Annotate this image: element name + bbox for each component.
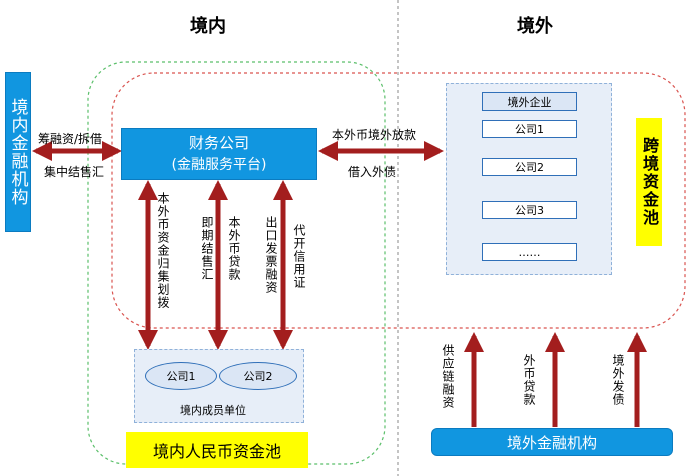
member-units-caption: 境内成员单位 bbox=[180, 404, 246, 417]
vlabel-fx-loan: 本外币贷款 bbox=[227, 216, 241, 281]
overseas-financial-institutions: 境外金融机构 bbox=[431, 428, 673, 456]
label-financing-lending: 筹融资/拆借 bbox=[38, 132, 103, 146]
cross-border-pool-label: 跨境资金池 bbox=[636, 118, 662, 246]
region-title-domestic: 境内 bbox=[190, 16, 226, 37]
vlabel-spot-fx: 即期结售汇 bbox=[200, 216, 214, 281]
finance-company-subtitle: (金融服务平台) bbox=[171, 157, 267, 173]
member-company-2: 公司2 bbox=[219, 362, 297, 390]
label-overseas-lending: 本外币境外放款 bbox=[332, 128, 417, 142]
overseas-enterprise-box: 境外企业 bbox=[482, 92, 577, 111]
finance-company-box: 财务公司 (金融服务平台) bbox=[121, 128, 317, 180]
vlabel-capital-pooling: 本外币资金归集划拨 bbox=[156, 192, 170, 309]
label-foreign-debt: 借入外债 bbox=[348, 165, 397, 179]
member-company-1: 公司1 bbox=[145, 362, 217, 390]
overseas-company-more: …… bbox=[482, 243, 577, 261]
overseas-company-2: 公司2 bbox=[482, 158, 577, 176]
vlabel-bond-issue: 境外发债 bbox=[611, 354, 625, 406]
overseas-company-1: 公司1 bbox=[482, 120, 577, 138]
region-title-overseas: 境外 bbox=[517, 16, 553, 37]
vlabel-letter-of-credit: 代开信用证 bbox=[292, 224, 306, 289]
domestic-rmb-pool-label: 境内人民币资金池 bbox=[126, 432, 308, 468]
finance-company-name: 财务公司 bbox=[188, 134, 249, 152]
vlabel-invoice-financing: 出口发票融资 bbox=[264, 216, 278, 294]
domestic-financial-institutions: 境内金融机构 bbox=[5, 72, 31, 232]
vlabel-supply-chain: 供应链融资 bbox=[441, 344, 455, 409]
vlabel-overseas-fx-loan: 外币贷款 bbox=[522, 354, 536, 406]
overseas-company-3: 公司3 bbox=[482, 201, 577, 219]
label-centralized-fx: 集中结售汇 bbox=[44, 165, 105, 179]
